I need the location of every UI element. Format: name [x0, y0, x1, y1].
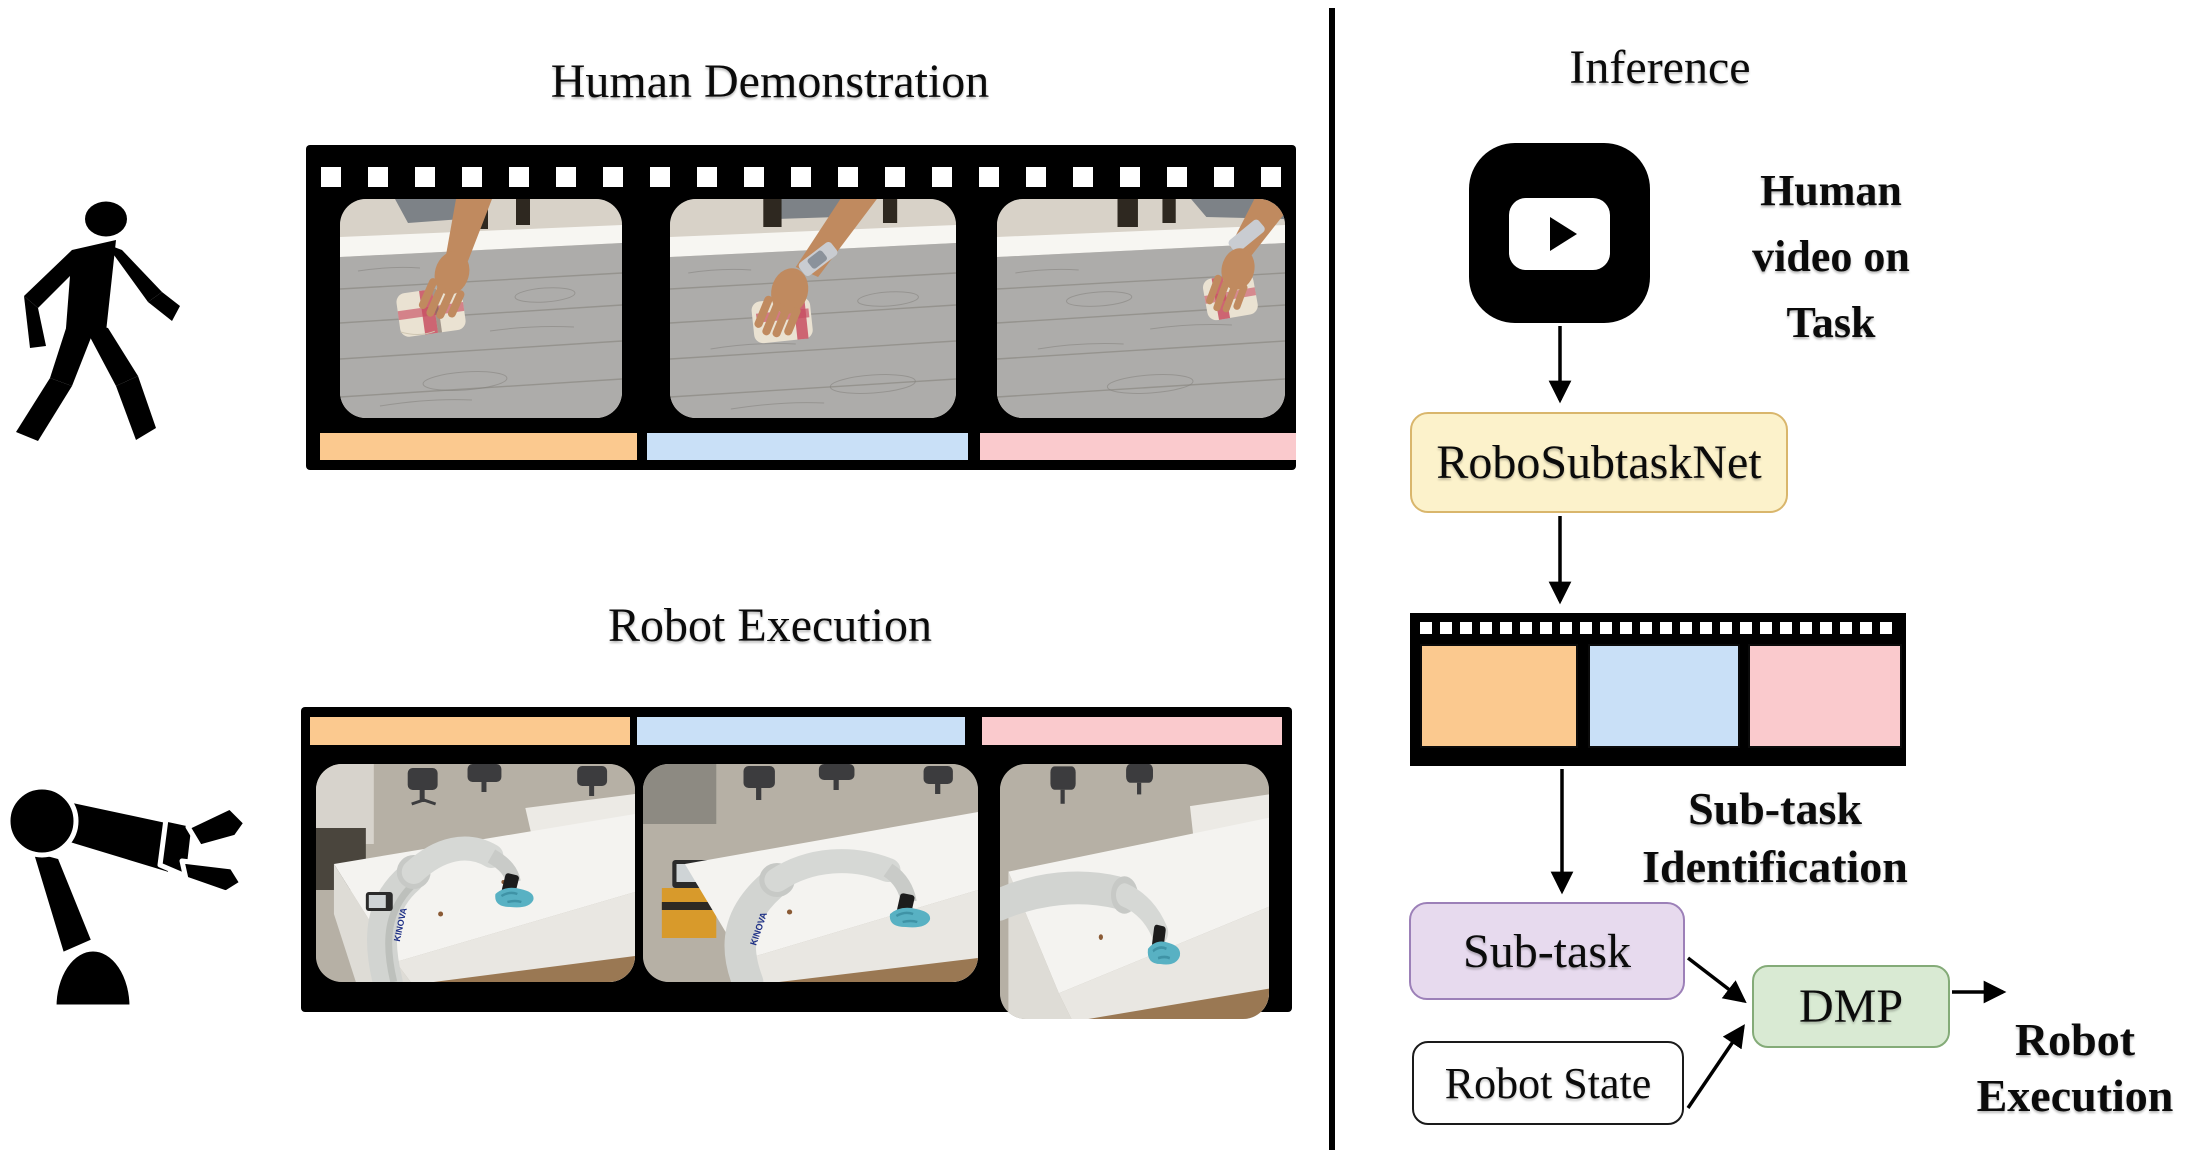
walking-person-icon: [10, 200, 180, 443]
subtask-identification-label: Sub-task Identification: [1642, 780, 1908, 896]
dmp-label: DMP: [1798, 980, 1904, 1033]
subtask-block-blue: [1588, 644, 1740, 748]
robot-exec-frame-3: [1000, 764, 1269, 1019]
label-line: Execution: [1976, 1070, 2174, 1121]
label-line: Robot: [2014, 1014, 2136, 1065]
robot-segment-bar-orange: [310, 717, 630, 745]
video-play-icon: [1469, 143, 1650, 323]
human-demonstration-title: Human Demonstration: [550, 55, 990, 108]
robot-arm-icon: [5, 783, 249, 1011]
panel-divider: [1329, 8, 1335, 1150]
human-demo-frame-2: [670, 199, 956, 418]
robot-execution-output-label: Robot Execution: [1977, 1012, 2174, 1124]
human-segment-bar-pink: [980, 433, 1296, 460]
label-line: Task: [1786, 298, 1876, 347]
robosubtasknet-label: RoboSubtaskNet: [1436, 436, 1762, 489]
label-line: Identification: [1642, 841, 1908, 892]
robot-state-node: Robot State: [1412, 1041, 1684, 1125]
film-sprocket-holes-small: [1420, 622, 1898, 634]
robot-state-label: Robot State: [1444, 1058, 1652, 1108]
subtask-label: Sub-task: [1463, 924, 1631, 978]
robot-exec-frame-2: KINOVA: [643, 764, 978, 982]
dmp-node: DMP: [1752, 965, 1950, 1048]
human-demo-frame-3: [997, 199, 1285, 418]
label-line: Sub-task: [1688, 783, 1862, 834]
robot-segment-bar-blue: [637, 717, 965, 745]
subtask-film-strip: [1410, 613, 1906, 766]
arrow-subtask-to-dmp: [1686, 956, 1747, 1004]
arrow-robotstate-to-dmp: [1686, 1024, 1745, 1109]
robosubtasknet-node: RoboSubtaskNet: [1410, 412, 1788, 513]
human-demo-frame-1: [340, 199, 622, 418]
human-video-on-task-label: Human video on Task: [1752, 158, 1910, 356]
robot-exec-frame-1: KINOVA: [316, 764, 635, 982]
subtask-node: Sub-task: [1409, 902, 1685, 1000]
label-line: video on: [1752, 232, 1910, 281]
robot-segment-bar-pink: [982, 717, 1282, 745]
inference-title: Inference: [1569, 41, 1751, 94]
label-line: Human: [1760, 166, 1902, 215]
human-segment-bar-blue: [647, 433, 968, 460]
robot-exec-film-strip: KINOVA: [301, 707, 1292, 1019]
robot-execution-title: Robot Execution: [608, 599, 932, 652]
human-demo-film-strip: [306, 145, 1296, 470]
human-segment-bar-orange: [320, 433, 637, 460]
subtask-block-orange: [1420, 644, 1578, 748]
film-sprocket-holes: [321, 167, 1283, 187]
subtask-block-pink: [1748, 644, 1902, 748]
